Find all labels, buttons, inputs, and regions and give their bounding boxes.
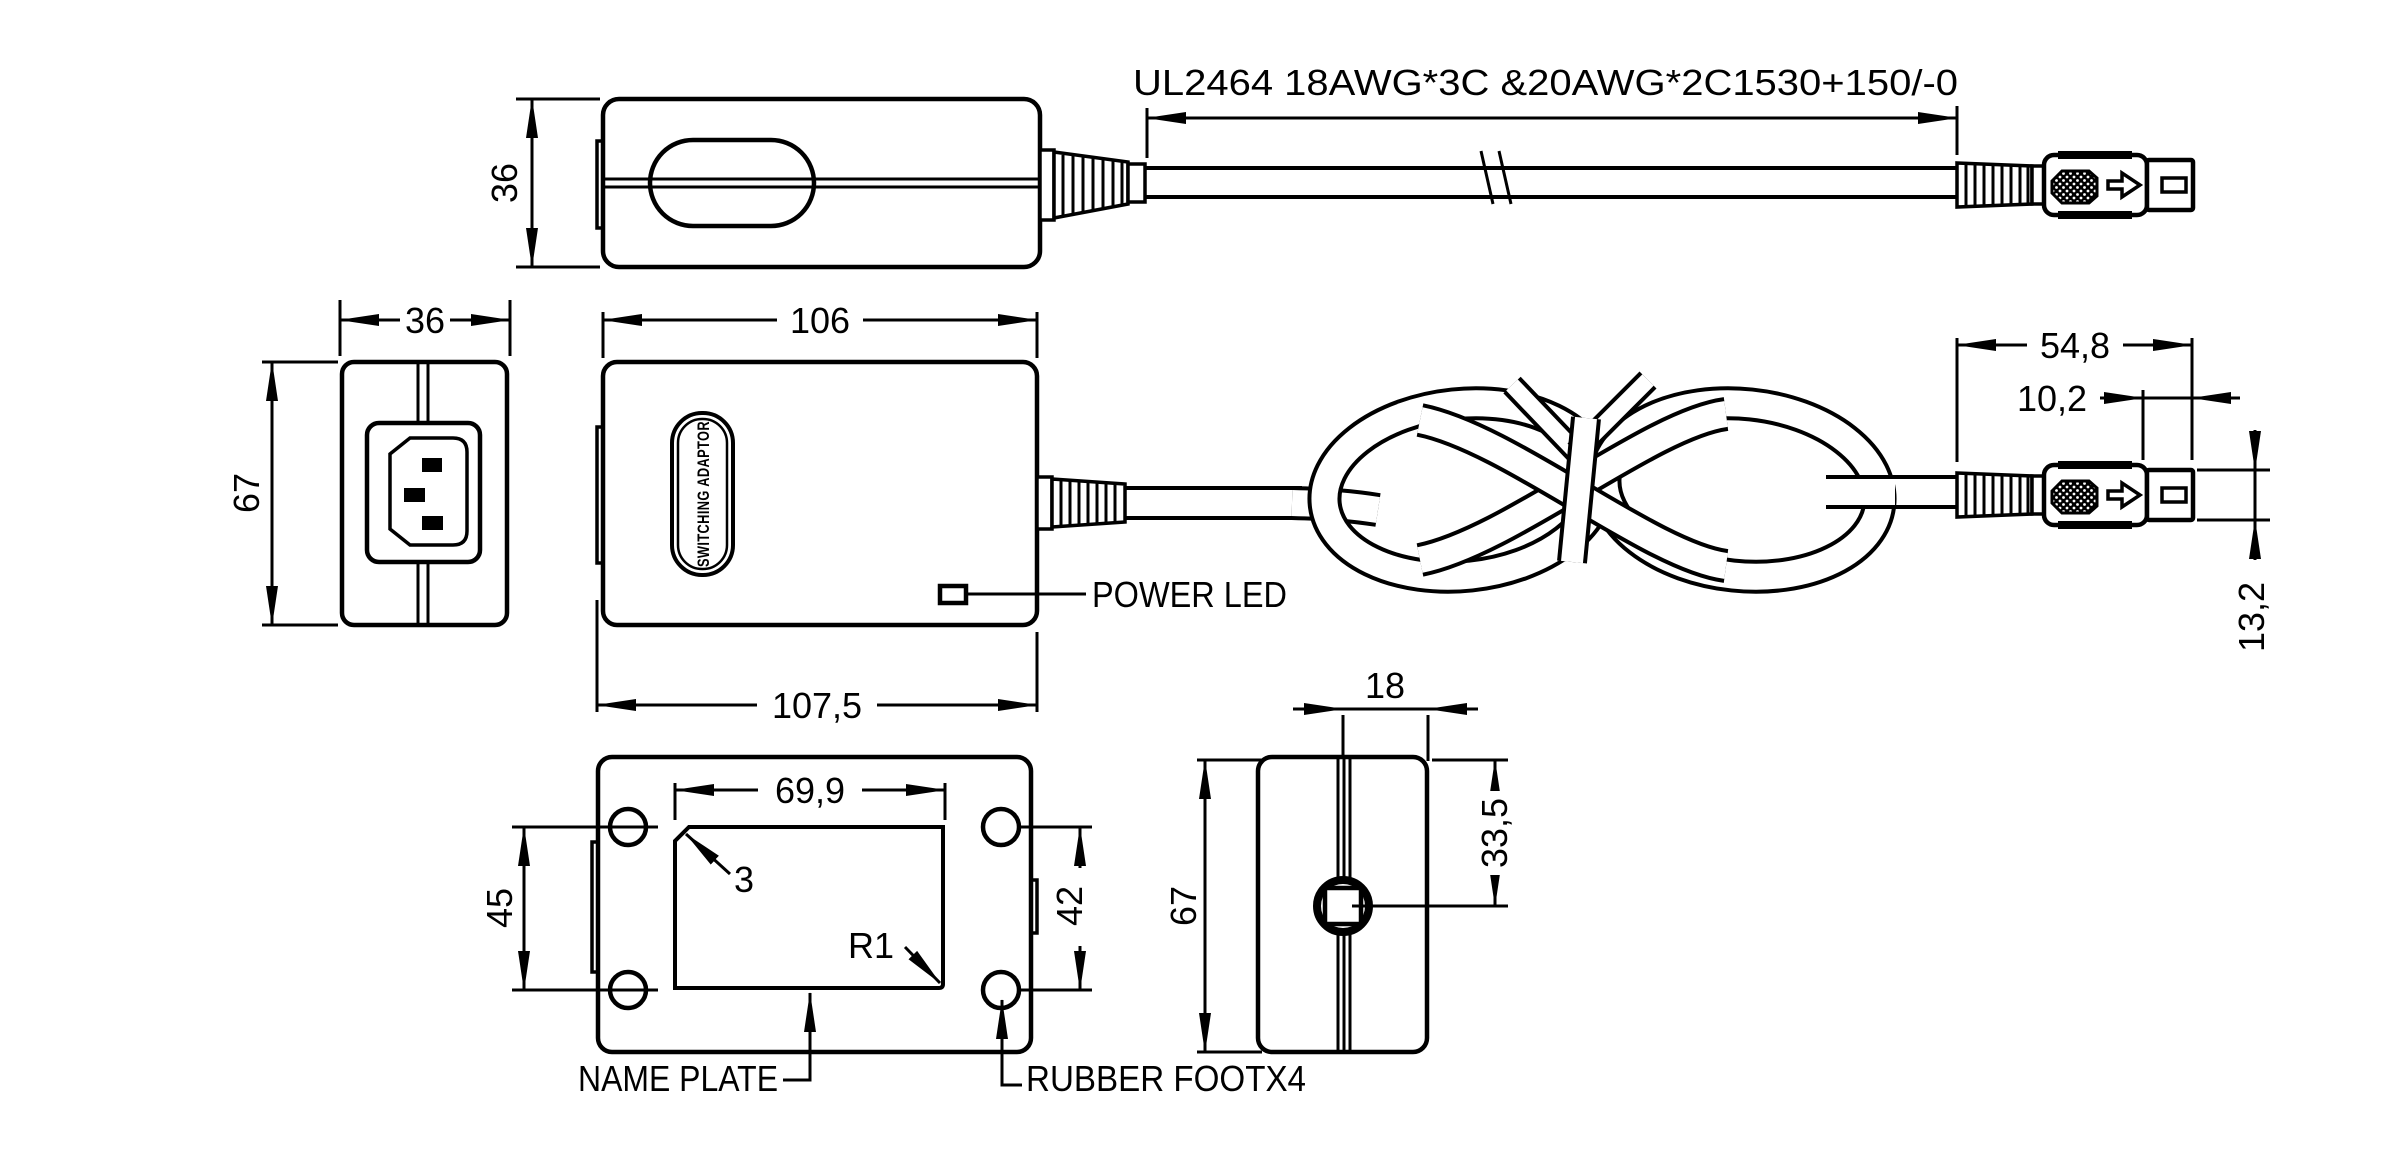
- dim-iec-width: 36: [338, 298, 512, 356]
- rubber-foot-callout: RUBBER FOOTX4: [996, 999, 1306, 1099]
- dim-nameplate-radius-value: R1: [848, 925, 894, 966]
- front-view: SWITCHING ADAPTOR POWER LED 106 107: [595, 298, 1287, 726]
- top-cable: UL2464 18AWG*3C &20AWG*2C1530+150/-0: [1133, 62, 1959, 205]
- name-plate-label: NAME PLATE: [578, 1058, 778, 1099]
- dim-iec-height: 67: [226, 360, 338, 627]
- iec-inlet-face: [388, 436, 469, 547]
- dim-plug-tip-height: 13,2: [2197, 430, 2272, 652]
- dim-feet-pitch: 45: [479, 825, 658, 992]
- dim-plug-tip-height-value: 13,2: [2231, 582, 2272, 652]
- top-boot-end-collar: [1126, 162, 1147, 204]
- dim-side-cable-offset: 18: [1293, 665, 1478, 761]
- bottom-view: 69,9 3 R1 45 42 NAME PLAT: [479, 754, 1306, 1099]
- dim-side-outlet-offset-value: 33,5: [1474, 798, 1515, 868]
- power-led: [937, 583, 969, 606]
- dim-front-width-overall: 107,5: [595, 600, 1039, 726]
- dim-plug-length: 54,8: [1955, 324, 2194, 462]
- dim-nameplate-width-value: 69,9: [775, 770, 845, 811]
- dim-nameplate-chamfer-value: 3: [734, 859, 754, 900]
- dim-feet-pitch-value: 45: [479, 888, 520, 928]
- dim-nameplate-width: 69,9: [673, 769, 947, 820]
- iec-pin-top: [422, 458, 442, 472]
- front-boot-ribs: [1059, 481, 1117, 525]
- side-view: 18 67 33,5: [1163, 665, 1516, 1055]
- top-boot-ribs: [1061, 155, 1124, 215]
- dim-side-height-value: 67: [1163, 886, 1204, 926]
- top-view-handle-recess: [647, 137, 817, 229]
- iec-inlet-view: 36 67: [226, 298, 512, 628]
- name-plate-outline: [673, 825, 945, 990]
- top-boot-collar: [1038, 148, 1056, 222]
- iec-parting-lines: [416, 362, 430, 625]
- dim-side-cable-offset-value: 18: [1365, 665, 1405, 706]
- top-side-view: 36: [484, 96, 1147, 270]
- dim-plug-tip-length-value: 10,2: [2017, 378, 2087, 419]
- output-plug: [1957, 461, 2193, 529]
- dim-front-width: 106: [601, 298, 1039, 358]
- cable-spec-label: UL2464 18AWG*3C &20AWG*2C1530+150/-0: [1133, 62, 1958, 103]
- dim-top-height: 36: [484, 97, 600, 269]
- dim-cable-length: [1145, 106, 1959, 158]
- dim-top-height-value: 36: [484, 163, 525, 203]
- name-plate-callout: NAME PLATE: [578, 992, 816, 1099]
- dim-nameplate-radius: R1: [848, 925, 942, 985]
- dim-iec-width-value: 36: [405, 300, 445, 341]
- cable-break-mark-1: [1479, 150, 1495, 205]
- dim-front-width-overall-value: 107,5: [772, 685, 862, 726]
- iec-pin-middle: [404, 488, 425, 502]
- marking-capsule-inner: [676, 417, 729, 571]
- top-boot: [1052, 149, 1130, 221]
- dim-nameplate-height: 42: [1020, 825, 1092, 992]
- dim-side-outlet-offset: 33,5: [1352, 758, 1516, 908]
- dim-nameplate-chamfer: 3: [684, 832, 754, 900]
- rubber-foot-top-right: [980, 806, 1022, 848]
- marking-capsule-outer: [670, 411, 735, 577]
- dim-nameplate-height-value: 42: [1049, 886, 1090, 926]
- rubber-foot-label: RUBBER FOOTX4: [1026, 1058, 1306, 1099]
- front-boot-collar: [1035, 475, 1054, 531]
- power-led-label: POWER LED: [1092, 574, 1287, 615]
- front-body: [600, 359, 1040, 628]
- cable-knot: [1125, 371, 1957, 594]
- dim-plug-length-value: 54,8: [2040, 325, 2110, 366]
- adaptor-marking-text: SWITCHING ADAPTOR: [694, 421, 713, 567]
- dim-side-height: 67: [1163, 758, 1262, 1054]
- dim-iec-height-value: 67: [226, 473, 267, 513]
- twist-tie: [1503, 371, 1657, 564]
- iec-pin-bottom: [422, 516, 443, 530]
- dim-front-width-value: 106: [790, 300, 850, 341]
- cable-break-mark-2: [1497, 150, 1513, 205]
- top-view-body: [600, 96, 1043, 270]
- top-plug: [1957, 151, 2193, 219]
- dim-plug-tip-length: 10,2: [2017, 378, 2240, 460]
